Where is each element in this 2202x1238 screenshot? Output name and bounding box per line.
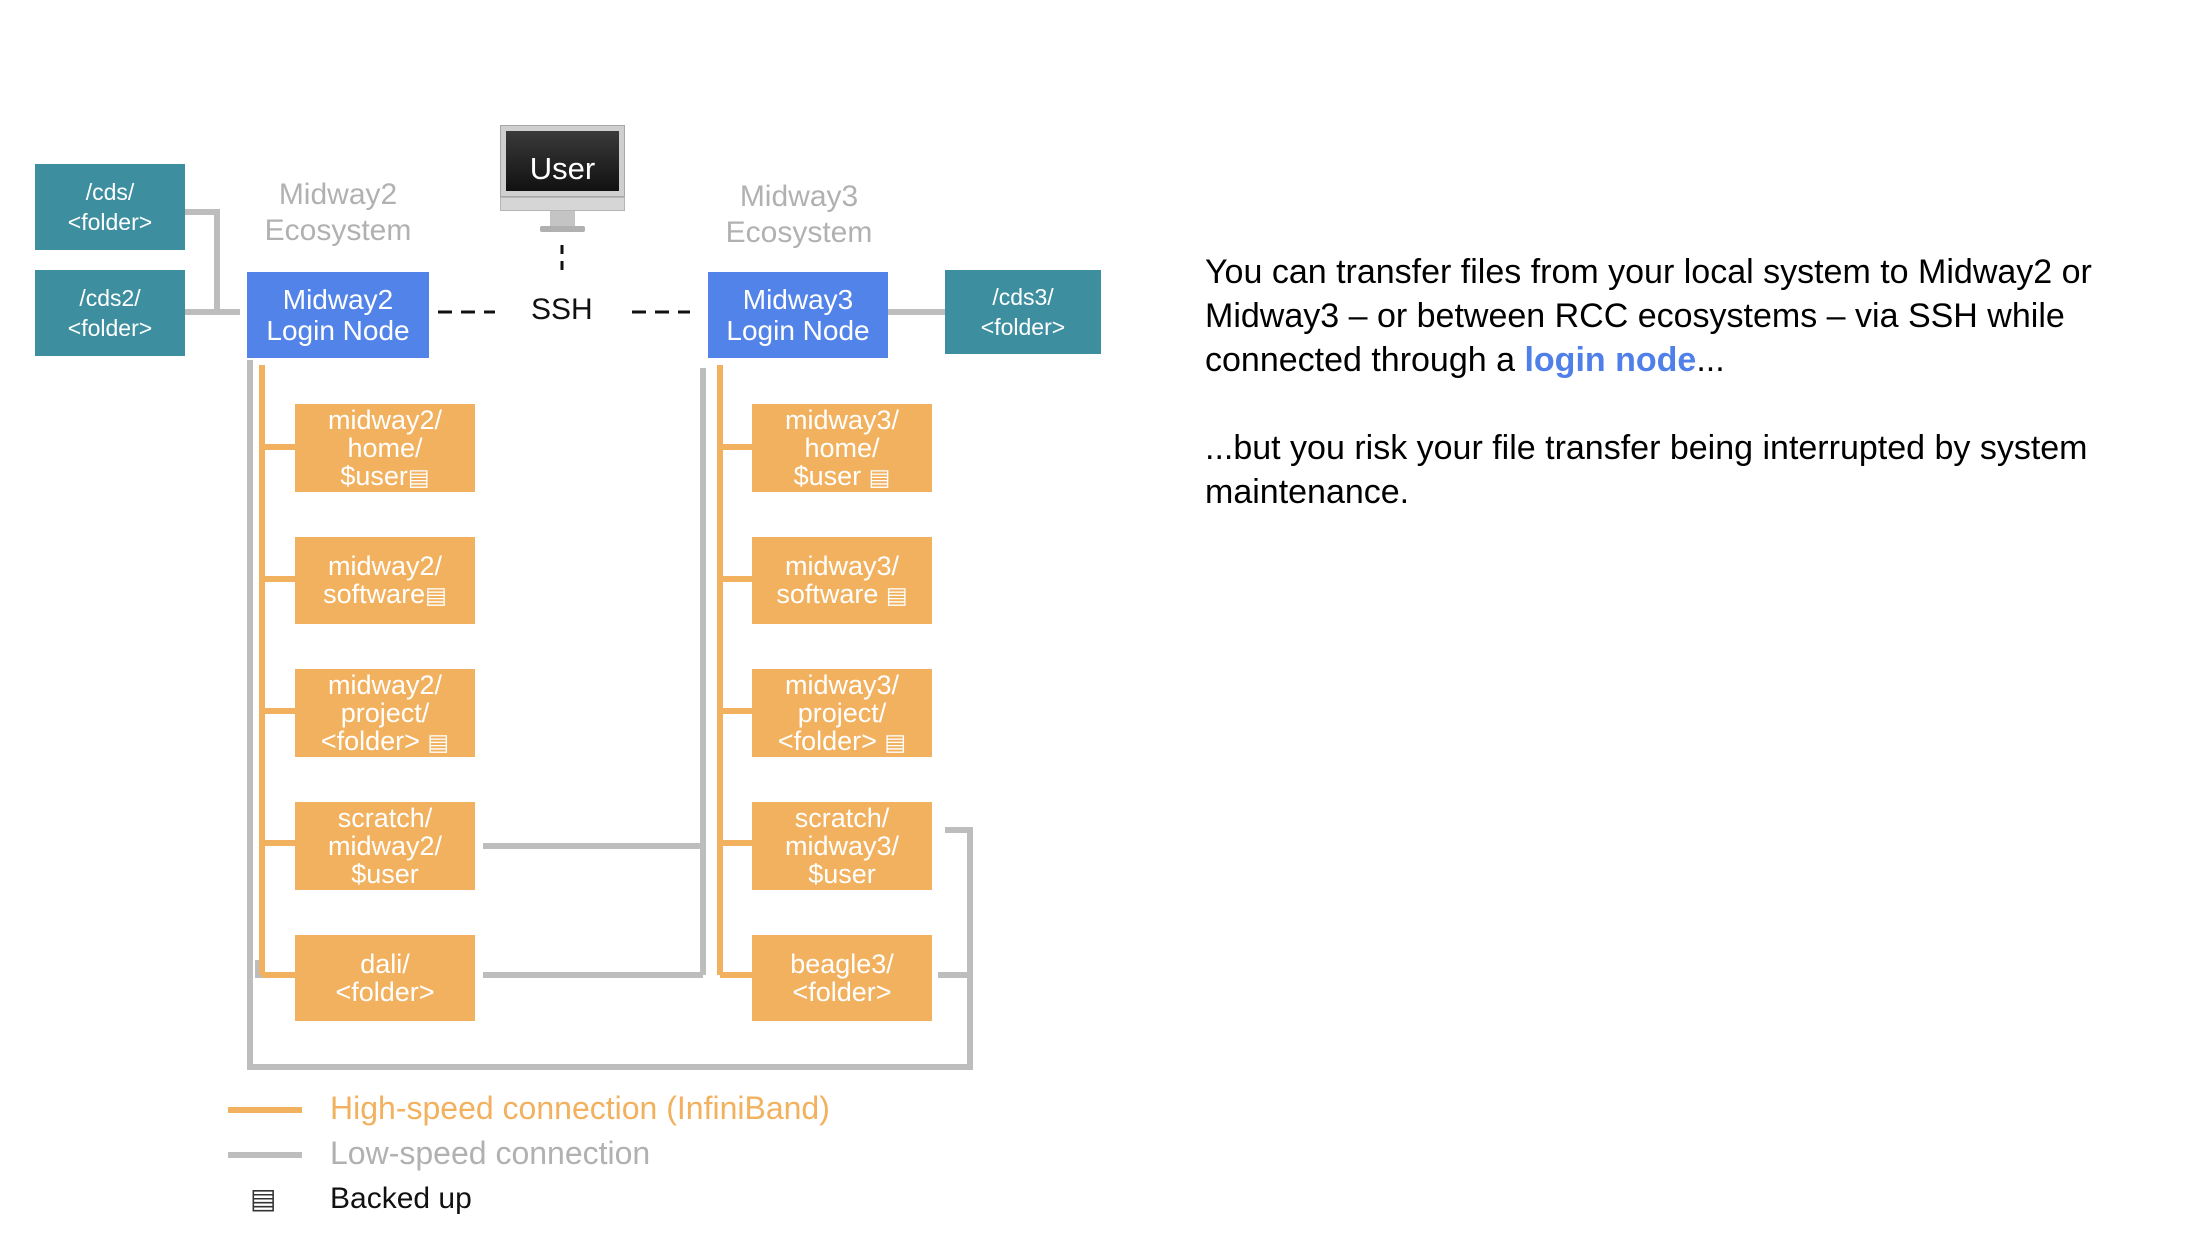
midway2-ecosystem-label: Midway2 Ecosystem [264,178,412,247]
midway3-home-box: midway3/ home/ $user ▤ [752,404,932,492]
explanation-paragraph-1: You can transfer files from your local s… [1205,253,2092,379]
legend-low-speed-swatch [228,1152,302,1158]
midway3-scratch-box: scratch/ midway3/ $user [752,802,932,890]
backed-up-icon: ▤ [885,582,908,608]
legend-high-speed-label: High-speed connection (InfiniBand) [330,1090,830,1126]
midway2-low-speed-spine [247,360,973,1070]
midway3-project-box: midway3/ project/ <folder> ▤ [752,669,932,757]
midway2-project-box: midway2/ project/ <folder> ▤ [295,669,475,757]
monitor-chin [500,197,625,211]
beagle3-folder-box: beagle3/ <folder> [752,935,932,1021]
backed-up-icon: ▤ [868,463,891,490]
login-node-link[interactable]: login node [1524,341,1697,379]
midway2-login-node: Midway2 Login Node [247,272,429,358]
user-monitor-icon: User [500,125,625,235]
explanation-paragraph-2: ...but you risk your file transfer being… [1205,429,2088,511]
cds2-folder-box: /cds2/ <folder> [35,270,185,356]
cds3-folder-box: /cds3/ <folder> [945,270,1101,354]
cds-folder-box: /cds/ <folder> [35,164,185,250]
user-label: User [506,131,619,191]
ssh-label: SSH [531,293,593,326]
midway3-ecosystem-label: Midway3 Ecosystem [725,180,873,249]
dali-folder-box: dali/ <folder> [295,935,475,1021]
midway3-software-box: midway3/ software ▤ [752,537,932,624]
cds-bracket-line [185,209,240,315]
legend-low-speed-label: Low-speed connection [330,1135,651,1171]
midway3-login-node: Midway3 Login Node [708,272,888,358]
monitor-neck [550,211,575,227]
backed-up-icon: ▤ [407,463,430,490]
midway2-software-box: midway2/ software▤ [295,537,475,624]
backed-up-icon: ▤ [427,728,450,755]
legend-backed-up-label: Backed up [330,1182,472,1215]
legend-high-speed-swatch [228,1107,302,1113]
monitor-screen: User [500,125,625,197]
backed-up-icon: ▤ [425,582,447,608]
backed-up-icon: ▤ [884,728,907,755]
legend-backed-up-icon: ▤ [250,1183,277,1214]
monitor-foot [540,226,585,232]
midway2-home-box: midway2/ home/ $user▤ [295,404,475,492]
midway2-scratch-box: scratch/ midway2/ $user [295,802,475,890]
